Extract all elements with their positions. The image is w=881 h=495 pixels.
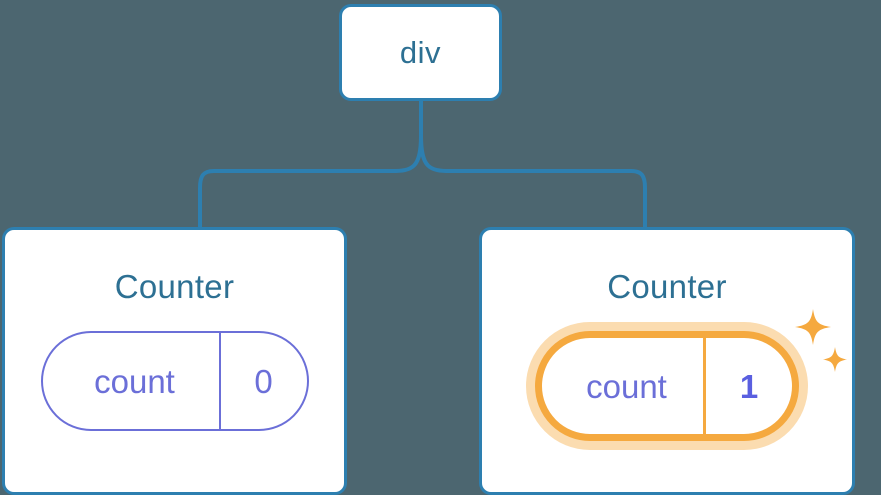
state-pill-right[interactable]: count 1 (535, 331, 799, 441)
state-pill-left[interactable]: count 0 (40, 331, 309, 431)
state-pill-right-divider (703, 338, 706, 434)
node-counter-left-title: Counter (114, 268, 235, 305)
state-pill-right-key: count (586, 367, 667, 405)
node-root-div[interactable]: div (339, 4, 502, 101)
node-counter-right-title: Counter (607, 268, 727, 305)
state-pill-wrap-right: count 1 (535, 309, 847, 441)
node-counter-left[interactable]: Counter count 0 (2, 227, 347, 495)
node-counter-right[interactable]: Counter count 1 (479, 227, 855, 495)
state-pill-left-divider (218, 333, 221, 429)
sparkle-large-icon (795, 309, 831, 345)
sparkle-small-icon (823, 347, 847, 372)
connector-to-child-right (419, 134, 647, 231)
sparkle-group (795, 309, 847, 372)
node-root-label: div (399, 35, 442, 70)
state-pill-left-value: 0 (254, 362, 273, 400)
connector-to-child-left (198, 134, 423, 231)
state-pill-wrap-left: count 0 (40, 331, 309, 431)
state-pill-right-value: 1 (739, 367, 759, 405)
state-pill-left-key: count (94, 362, 175, 400)
